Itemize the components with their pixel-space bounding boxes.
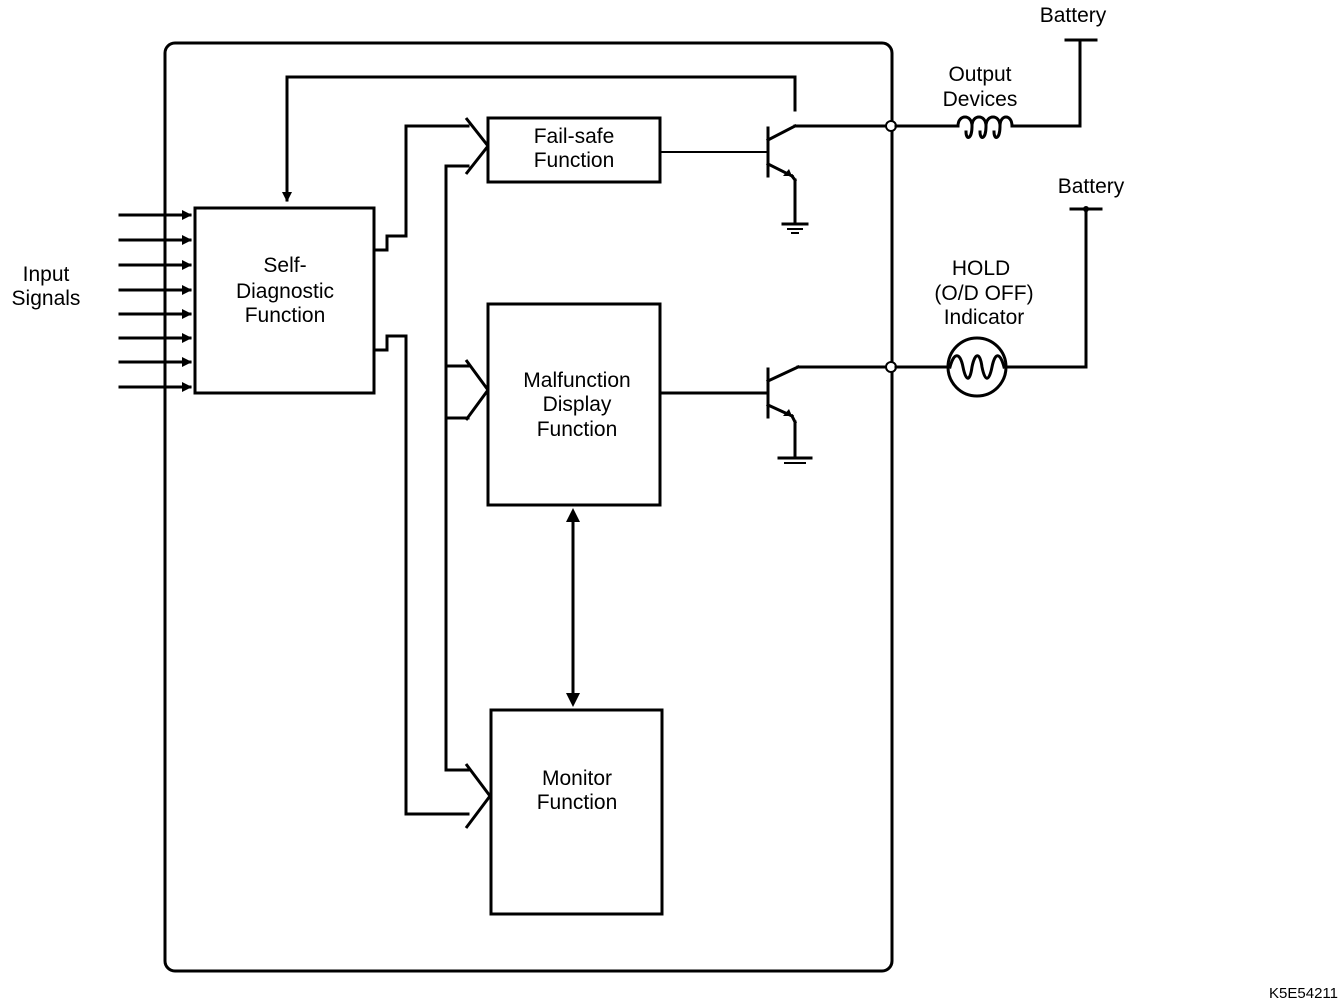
ecu-boundary [163,41,894,973]
solenoid-coil-icon [894,38,1082,139]
fail-safe-label-line2: Function [534,149,615,172]
self-diagnostic-box [193,206,376,395]
hold-indicator-label-line3: Indicator [944,306,1025,329]
monitor-label-line1: Monitor [542,767,612,790]
feedback-line [282,75,797,202]
battery-terminal-mid [1069,206,1103,212]
inner-bus [444,164,470,772]
output-devices-label-line1: Output [948,63,1011,86]
outer-bus [372,124,470,252]
fail-safe-box [486,116,662,184]
battery-label-top: Battery [1040,4,1107,27]
malfunction-display-box [486,302,662,507]
self-diagnostic-label-line1: Self- [263,254,306,277]
indicator-lamp-icon [894,207,1088,398]
ground-symbol-lower [777,456,813,464]
input-signals-label-line2: Signals [12,287,81,310]
self-diagnostic-label-line2: Diagnostic [236,280,334,303]
hold-indicator-label-line1: HOLD [952,257,1010,280]
fail-safe-label-line1: Fail-safe [534,125,615,148]
malfunction-display-label-line3: Function [537,418,618,441]
bus-arrowheads [464,117,492,829]
malfunction-transistor [658,365,890,458]
outer-bus-lower [372,334,470,816]
malfunction-display-label-line1: Malfunction [523,369,630,392]
figure-code: K5E54211 [1269,985,1338,1002]
monitor-box [489,708,664,916]
input-signals-label-line1: Input [23,263,70,286]
self-diagnostic-label-line3: Function [245,304,326,327]
fail-safe-transistor [660,123,890,224]
ground-symbol-upper [781,222,809,234]
hold-indicator-label-line2: (O/D OFF) [934,282,1033,305]
battery-label-mid: Battery [1058,175,1125,198]
input-signal-lines [118,210,192,392]
monitor-label-line2: Function [537,791,618,814]
malfunction-display-label-line2: Display [543,393,612,416]
output-devices-label-line2: Devices [943,88,1018,111]
